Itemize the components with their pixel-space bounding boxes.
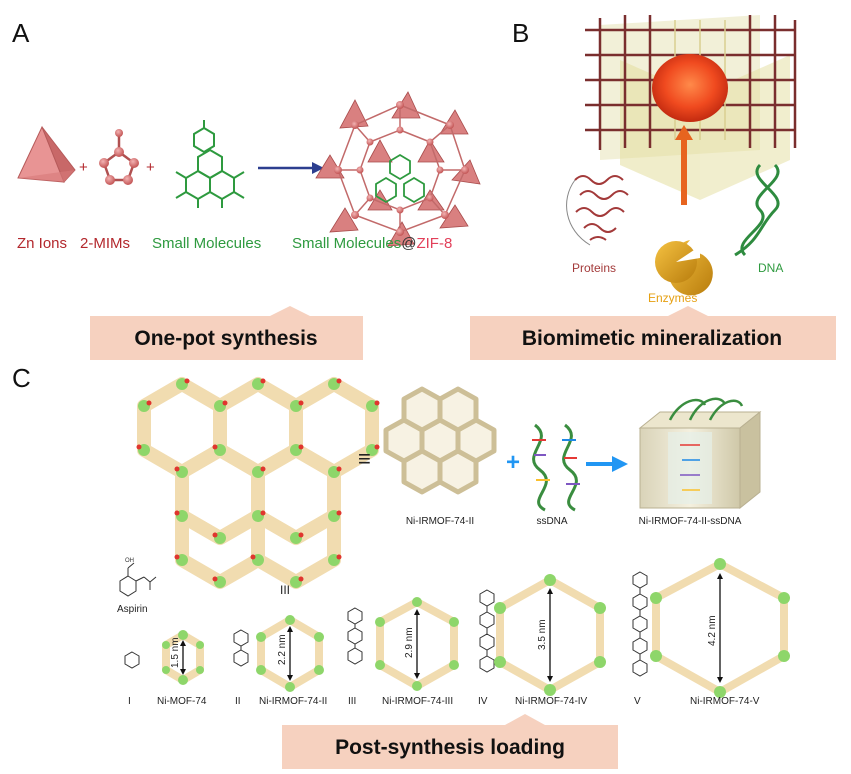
pore-size-4: 3.5 nm — [537, 619, 548, 650]
label-ssdna: ssDNA — [536, 516, 567, 527]
product-at: @ — [401, 235, 416, 252]
label-aspirin-roman: III — [280, 583, 290, 597]
dna-helix-icon — [734, 163, 780, 257]
pore-size-3: 2.9 nm — [404, 627, 415, 658]
panel-c-letter: C — [12, 363, 31, 393]
aspirin-oh-label: OH — [125, 558, 134, 564]
pore-nodes — [162, 558, 790, 698]
label-small-molecules: Small Molecules — [152, 235, 261, 252]
honeycomb-mof-icon — [137, 377, 379, 589]
ssdna-bases — [532, 439, 580, 485]
banner-post-synthesis-text: Post-synthesis loading — [335, 736, 565, 759]
pore-arrowheads — [180, 573, 723, 683]
ni-irmof-74-ii-ssdna-icon — [638, 397, 762, 510]
banner-biomimetic: Biomimetic mineralization — [470, 306, 836, 360]
mim-molecule-icon — [99, 129, 139, 185]
pore-size-2: 2.2 nm — [277, 634, 288, 665]
ni-irmof-74-ii-schematic — [383, 386, 497, 495]
equivalence-sign: ≡ — [358, 446, 371, 471]
banner-biomimetic-text: Biomimetic mineralization — [522, 327, 782, 350]
panel-a-letter: A — [12, 18, 30, 48]
biomolecule-core — [652, 54, 728, 122]
pore-arrows — [182, 575, 721, 681]
name-2: Ni-IRMOF-74-II — [259, 696, 327, 707]
label-dna: DNA — [758, 261, 783, 275]
reaction-arrow — [258, 162, 324, 174]
label-aspirin: Aspirin — [117, 604, 148, 615]
pore-size-1: 1.5 nm — [170, 637, 181, 668]
label-zn-ions: Zn Ions — [17, 235, 67, 252]
aspirin-structure-icon — [119, 562, 157, 597]
panel-c: C — [12, 363, 790, 769]
product-suffix: ZIF-8 — [416, 235, 452, 252]
pore-size-5: 4.2 nm — [707, 615, 718, 646]
name-1: Ni-MOF-74 — [157, 696, 207, 707]
small-molecule-icon — [175, 120, 245, 208]
loading-arrow — [586, 456, 628, 472]
roman-4: IV — [478, 696, 488, 707]
mineralization-arrow — [675, 125, 693, 205]
enzyme-mouth-icon — [676, 246, 700, 262]
banner-one-pot: One-pot synthesis — [90, 306, 363, 360]
label-ni-irmof-74-ii-ssdna: Ni-IRMOF-74-II-ssDNA — [639, 516, 742, 527]
plus-sign-blue: + — [506, 449, 520, 476]
panel-a: A + + — [12, 18, 481, 360]
roman-1: I — [128, 696, 131, 707]
roman-5: V — [634, 696, 641, 707]
name-3: Ni-IRMOF-74-III — [382, 696, 453, 707]
ssdna-icon — [532, 423, 578, 512]
label-ni-irmof-74-ii: Ni-IRMOF-74-II — [406, 516, 474, 527]
protein-icon — [566, 175, 629, 246]
label-product: Small Molecules@ZIF-8 — [292, 235, 452, 252]
plus-sign-2: + — [146, 159, 155, 176]
roman-3: III — [348, 696, 356, 707]
zn-tetrahedron-icon — [17, 125, 76, 183]
label-2-mims: 2-MIMs — [80, 235, 130, 252]
label-proteins: Proteins — [572, 261, 616, 275]
plus-sign-1: + — [79, 159, 88, 176]
panel-b-letter: B — [512, 18, 529, 48]
name-5: Ni-IRMOF-74-V — [690, 696, 760, 707]
panel-b: B — [470, 15, 836, 360]
scaffold-grid-icon — [585, 15, 797, 200]
roman-2: II — [235, 696, 241, 707]
name-4: Ni-IRMOF-74-IV — [515, 696, 588, 707]
banner-one-pot-text: One-pot synthesis — [134, 327, 317, 350]
honeycomb-nodes — [136, 378, 380, 588]
banner-post-synthesis: Post-synthesis loading — [282, 714, 618, 769]
zif8-framework-icon — [315, 91, 481, 247]
label-enzymes: Enzymes — [648, 291, 697, 305]
linker-structures — [124, 571, 648, 677]
pore-series: 1.5 nm 2.2 nm 2.9 nm 3.5 nm 4.2 nm I Ni-… — [124, 558, 790, 707]
product-prefix: Small Molecules — [292, 235, 401, 252]
